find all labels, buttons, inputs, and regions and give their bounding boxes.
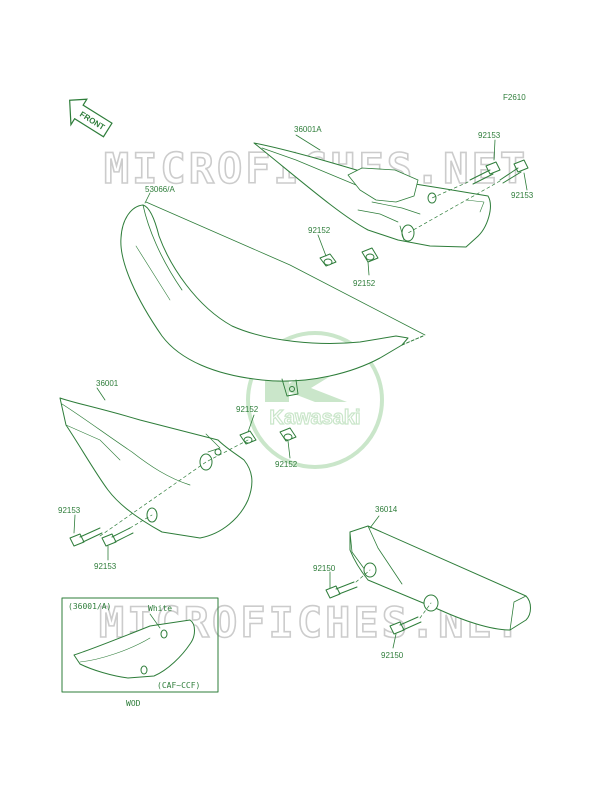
label-92150-lower[interactable]: 92150 [381,651,404,660]
label-92152-top-right[interactable]: 92152 [353,279,376,288]
bolt-92153-top-a[interactable] [469,161,501,185]
label-92153-bottom-a[interactable]: 92153 [58,506,81,515]
logo-text: Kawasaki [269,407,360,429]
inset-part-label: (36001/A) [68,602,111,611]
label-92153-top-a[interactable]: 92153 [478,131,501,140]
front-direction-arrow: FRONT [69,98,113,138]
label-92153-top-b[interactable]: 92153 [511,191,534,200]
label-53066A[interactable]: 53066/A [145,185,175,194]
inset-model-label: (CAF~CCF) [157,681,200,690]
inset-caption: WOD [126,699,141,708]
label-92152-top-left[interactable]: 92152 [308,226,331,235]
inset-side-cover-white[interactable] [73,613,195,679]
chain-guard-part[interactable] [349,525,531,631]
seat-part[interactable] [120,204,424,397]
inset-frame [61,597,219,693]
bolt-92153-bottom-b[interactable] [101,527,134,547]
figure-code: F2610 [503,93,526,102]
damper-92152-top-left[interactable] [319,253,337,267]
damper-92152-mid-left[interactable] [239,430,257,445]
left-side-cover-part[interactable] [59,397,253,539]
bolt-92153-bottom-a[interactable] [69,527,103,547]
label-92152-mid-left[interactable]: 92152 [236,405,259,414]
damper-92152-mid-right[interactable] [279,427,297,442]
bolt-92150-upper[interactable] [325,581,358,599]
label-92153-bottom-b[interactable]: 92153 [94,562,117,571]
inset-color-label: White [148,604,172,613]
label-36001[interactable]: 36001 [96,379,119,388]
damper-92152-top-right[interactable] [361,247,379,263]
label-36014[interactable]: 36014 [375,505,398,514]
label-36001A[interactable]: 36001A [294,125,322,134]
label-92150-upper[interactable]: 92150 [313,564,336,573]
leader-lines [73,134,528,649]
bolt-92153-top-b[interactable] [499,159,529,184]
assembly-lines [99,180,501,619]
label-92152-mid-right[interactable]: 92152 [275,460,298,469]
right-side-cover-part[interactable] [253,142,491,248]
bolt-92150-lower[interactable] [389,616,422,635]
